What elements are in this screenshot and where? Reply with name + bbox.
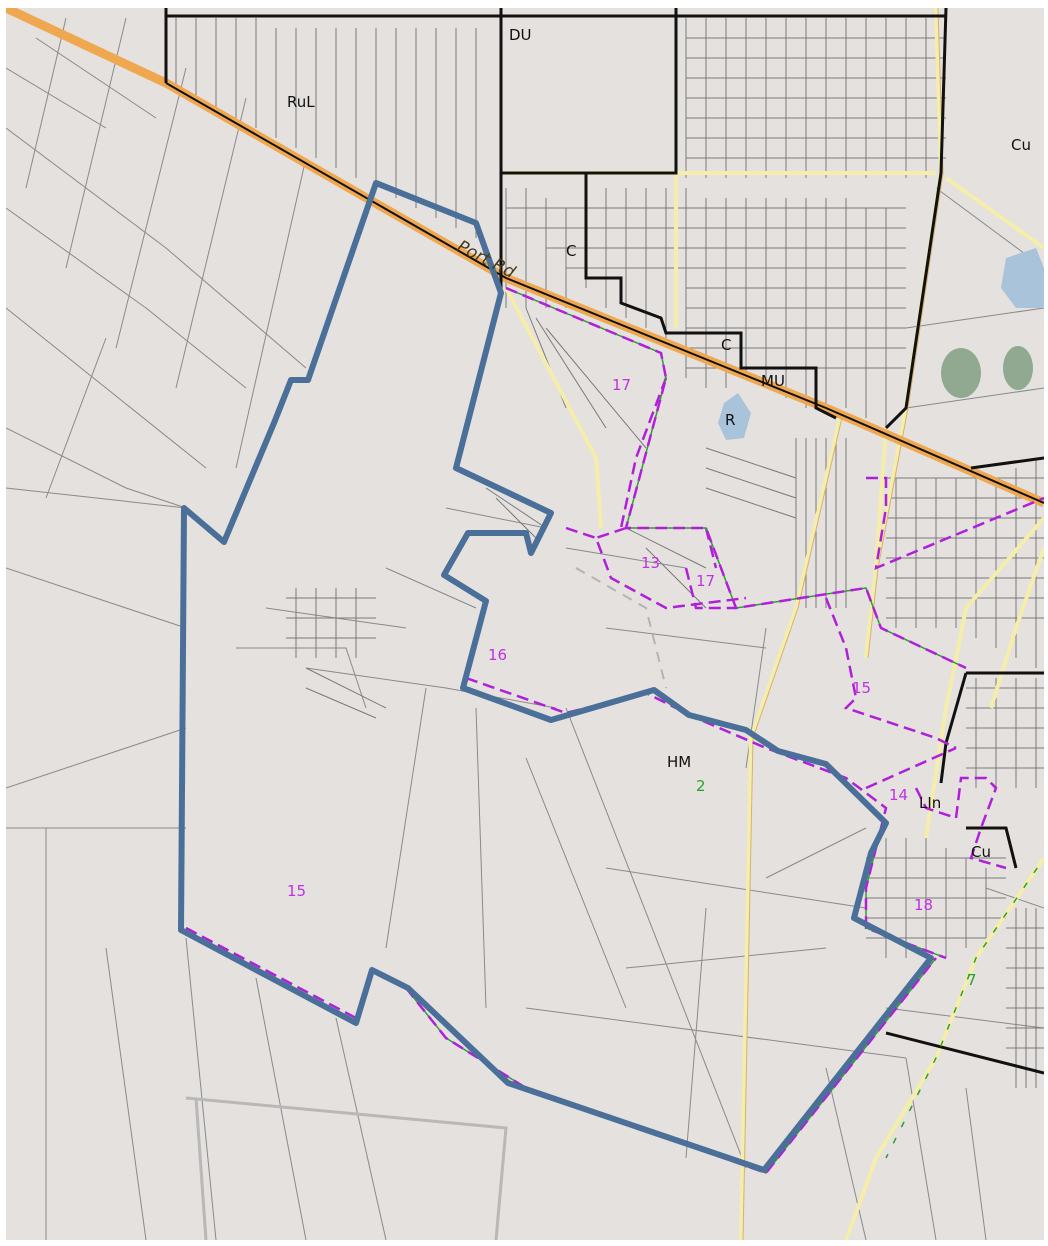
study-area-boundary[interactable] — [178, 180, 934, 1173]
heritage-label-7: 7 — [967, 971, 977, 989]
policy-label-18: 18 — [914, 896, 933, 914]
dense-residential-parcels — [175, 18, 1044, 1088]
zone-label-c: C — [566, 242, 576, 260]
zone-label-hm: HM — [667, 753, 691, 771]
policy-label-16: 16 — [488, 646, 507, 664]
zone-label-du: DU — [509, 26, 532, 44]
zone-boundaries — [164, 8, 1044, 1075]
zone-label-cu: Cu — [1011, 136, 1031, 154]
heritage-label-2: 2 — [696, 777, 706, 795]
policy-label-13: 13 — [641, 554, 660, 572]
minor-roads — [501, 8, 1044, 1240]
park-feature — [941, 348, 981, 398]
policy-label-15: 15 — [852, 679, 871, 697]
zone-label-lin: LIn — [919, 794, 941, 812]
policy-label-17: 17 — [696, 572, 715, 590]
zoning-map[interactable]: Port Rd RuL DU Cu C C MU R HM LIn Cu 17 … — [6, 8, 1044, 1240]
policy-label-14: 14 — [889, 786, 908, 804]
map-canvas: Port Rd RuL DU Cu C C MU R HM LIn Cu 17 … — [6, 8, 1044, 1240]
water-feature-reservoir — [718, 393, 751, 440]
zone-label-cu: Cu — [971, 843, 991, 861]
zone-label-rul: RuL — [287, 93, 315, 111]
park-feature — [1003, 346, 1033, 390]
zone-label-c: C — [721, 336, 731, 354]
policy-label-17: 17 — [612, 376, 631, 394]
zone-label-r: R — [725, 411, 735, 429]
zone-label-mu: MU — [761, 372, 785, 390]
policy-label-15: 15 — [287, 882, 306, 900]
water-feature-ne — [1001, 248, 1044, 308]
